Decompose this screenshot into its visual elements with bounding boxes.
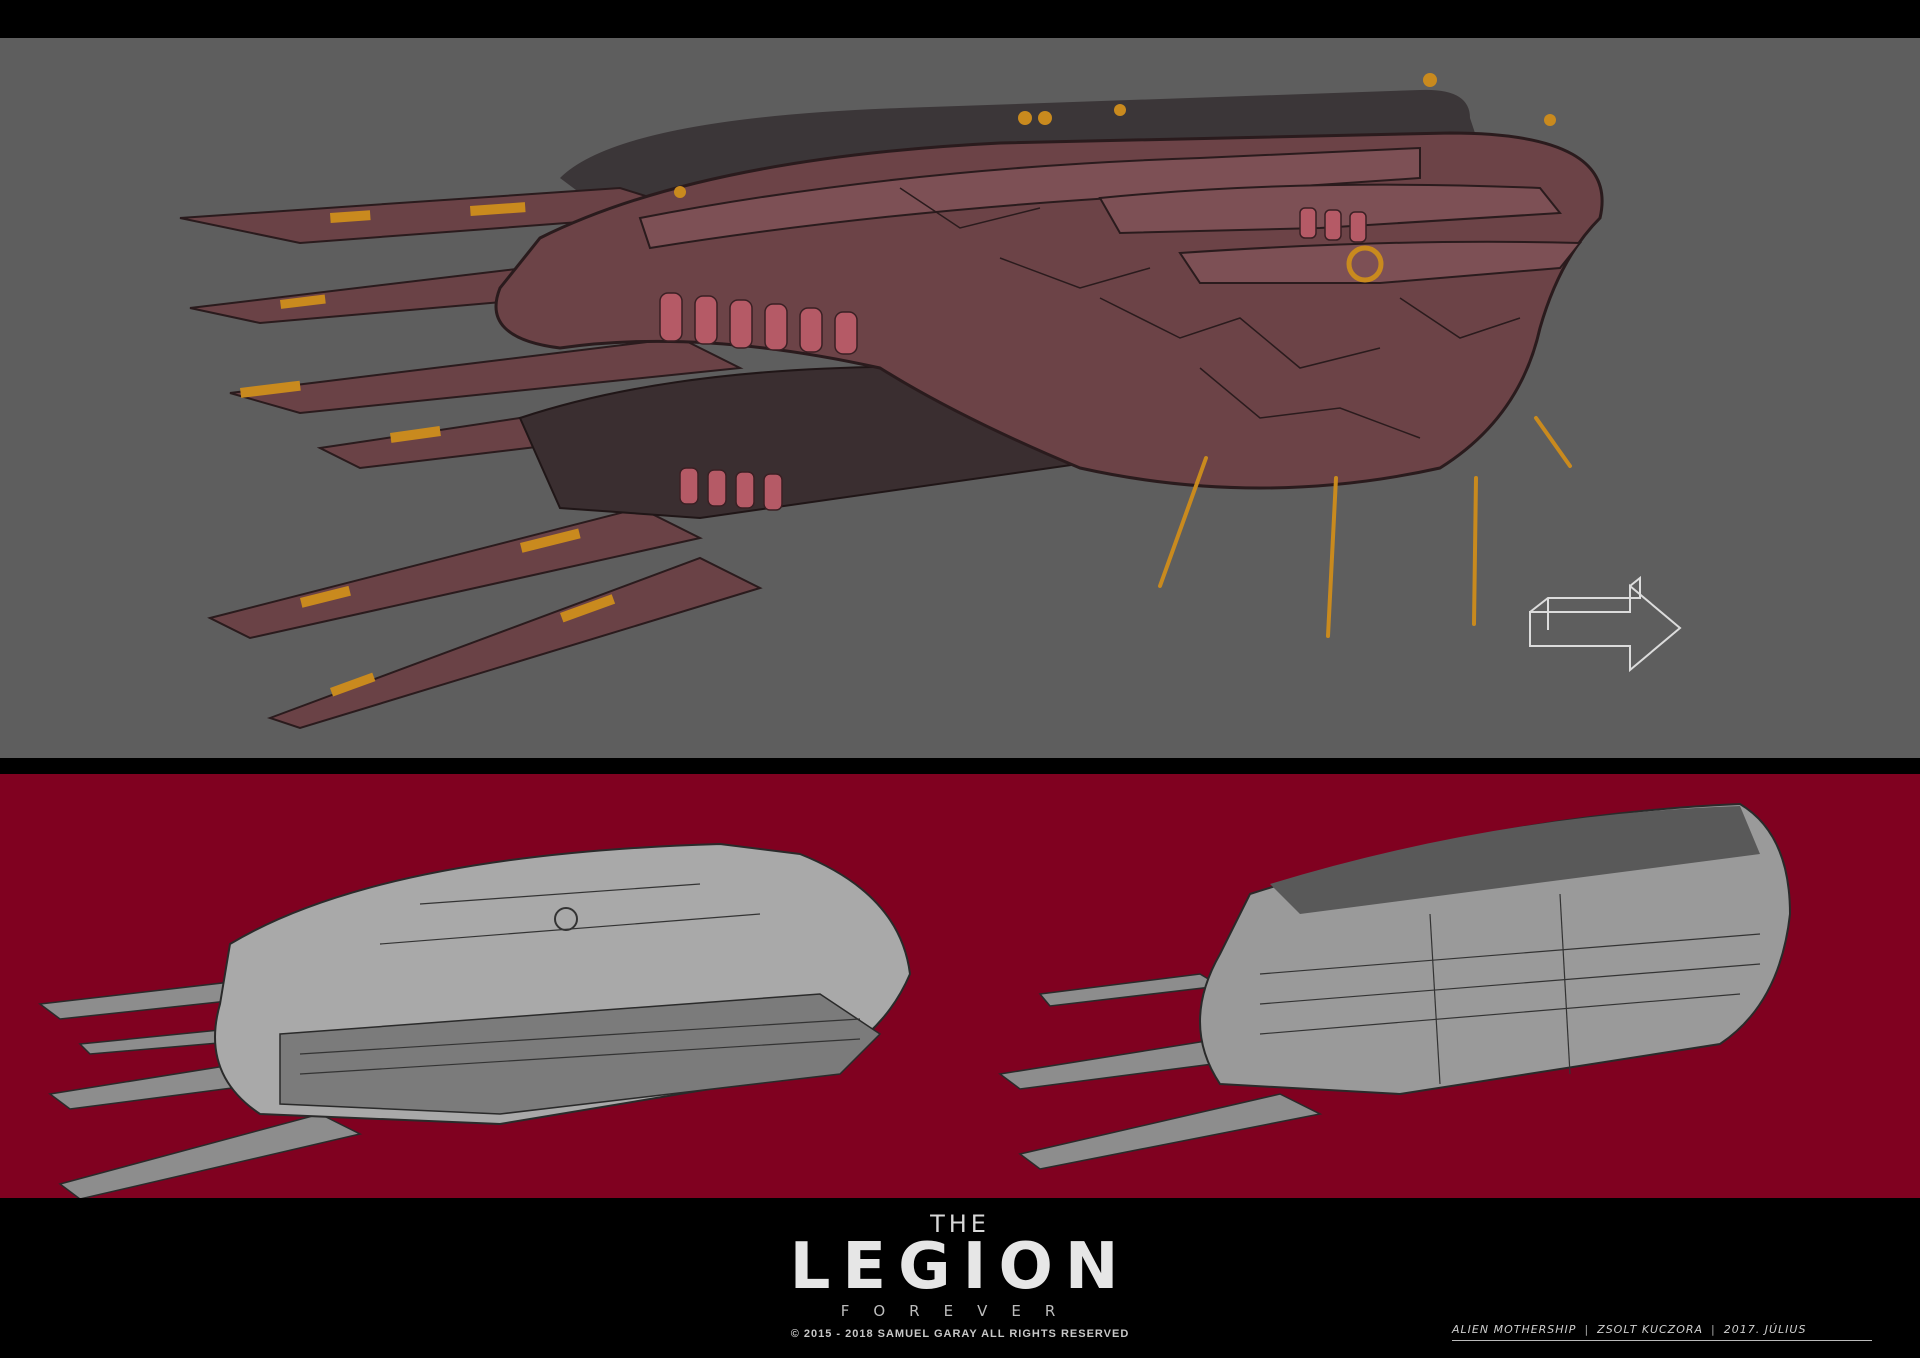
main-render-panel (0, 38, 1920, 758)
sketch-views-panel (0, 774, 1920, 1198)
mothership-color-render (179, 73, 1682, 730)
logo-wordmark: LEGION (789, 1230, 1131, 1304)
footer: THE LEGION FOREVER © 2015 - 2018 SAMUEL … (0, 1198, 1920, 1358)
top-frame-band (0, 0, 1920, 38)
logo-the: THE (930, 1210, 990, 1238)
signature-date: 2017. JÚLIUS (1723, 1322, 1807, 1336)
outline-arrow-right-icon (1529, 575, 1682, 673)
artist-signature: ALIEN MOTHERSHIP | ZSOLT KUCZORA | 2017.… (1452, 1318, 1872, 1341)
sketch-left (38, 842, 912, 1198)
sketch-right (998, 802, 1792, 1170)
copyright-text: © 2015 - 2018 SAMUEL GARAY ALL RIGHTS RE… (790, 1328, 1130, 1340)
signature-artist: ZSOLT KUCZORA (1597, 1322, 1704, 1336)
mothership-grey-sketches (38, 802, 1792, 1198)
signature-title: ALIEN MOTHERSHIP (1452, 1322, 1577, 1336)
legion-logo: THE LEGION FOREVER (0, 1198, 1920, 1358)
logo-tagline: FOREVER (840, 1302, 1080, 1320)
signature-separator: | (1711, 1322, 1716, 1336)
middle-frame-band (0, 758, 1920, 774)
signature-separator: | (1584, 1322, 1590, 1336)
